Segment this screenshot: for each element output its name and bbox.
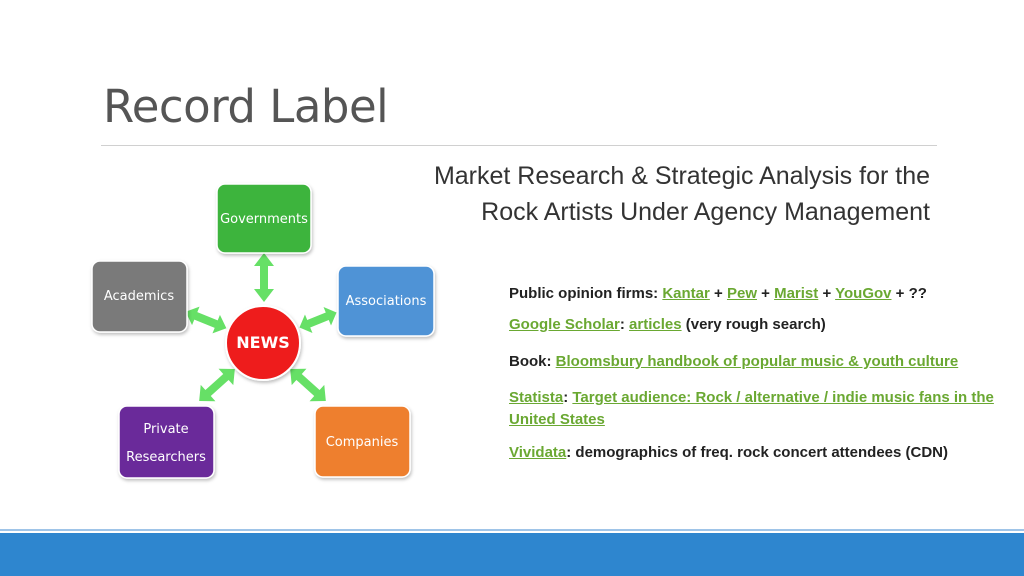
link-marist[interactable]: Marist	[774, 285, 819, 302]
node-governments-label: Governments	[220, 212, 308, 227]
arrow-associations	[299, 306, 337, 334]
vividata-note: : demographics of freq. rock concert att…	[566, 444, 949, 461]
separator: +	[818, 285, 836, 302]
link-yougov[interactable]: YouGov	[835, 285, 892, 302]
link-bloomsbury-handbook[interactable]: Bloomsbury handbook of popular music & y…	[555, 353, 959, 370]
subtitle-line-2: Rock Artists Under Agency Management	[481, 198, 930, 226]
node-companies	[314, 405, 411, 478]
node-academics-label: Academics	[104, 289, 174, 304]
link-target-audience[interactable]: Target audience: Rock / alternative / in…	[509, 389, 994, 428]
footer-bar	[0, 533, 1024, 576]
slide-title: Record Label	[103, 80, 389, 133]
diagram-arrows	[185, 253, 337, 402]
slide-subtitle: Market Research & Strategic Analysis for…	[330, 158, 930, 230]
node-academics	[91, 260, 188, 333]
node-private-researchers-label-1: Private	[143, 422, 188, 437]
arrow-governments	[254, 253, 274, 302]
book-label: Book:	[509, 353, 556, 370]
public-opinion-label: Public opinion firms:	[509, 285, 663, 302]
row-public-opinion: Public opinion firms: Kantar + Pew + Mar…	[509, 283, 927, 305]
link-kantar[interactable]: Kantar	[662, 285, 710, 302]
node-associations-label: Associations	[346, 294, 427, 309]
row-book: Book: Bloomsbury handbook of popular mus…	[509, 351, 958, 373]
subtitle-line-1: Market Research & Strategic Analysis for…	[433, 162, 930, 190]
node-companies-label: Companies	[326, 435, 399, 450]
footer-accent-line	[0, 529, 1024, 531]
node-news-label: NEWS	[236, 333, 290, 352]
separator: :	[619, 316, 630, 333]
link-pew[interactable]: Pew	[726, 285, 757, 302]
public-opinion-tail: + ??	[891, 285, 927, 302]
separator: :	[563, 389, 573, 406]
link-statista[interactable]: Statista	[509, 389, 564, 406]
link-vividata[interactable]: Vividata	[509, 444, 567, 461]
node-private-researchers	[118, 405, 215, 479]
arrow-companies	[290, 368, 326, 402]
row-vividata: Vividata: demographics of freq. rock con…	[509, 442, 948, 464]
separator: +	[756, 285, 775, 302]
link-articles[interactable]: articles	[629, 316, 682, 333]
node-associations	[337, 265, 435, 337]
separator: +	[709, 285, 727, 302]
link-google-scholar[interactable]: Google Scholar	[509, 316, 620, 333]
arrow-private-researchers	[199, 368, 235, 402]
row-google-scholar: Google Scholar: articles (very rough sea…	[509, 314, 826, 336]
node-private-researchers-label-2: Researchers	[126, 450, 206, 465]
node-governments	[216, 183, 312, 254]
google-scholar-note: (very rough search)	[681, 316, 826, 333]
node-news-center	[225, 305, 301, 381]
arrow-academics	[185, 306, 227, 334]
title-divider	[101, 145, 937, 146]
row-statista: Statista: Target audience: Rock / altern…	[509, 387, 1009, 431]
